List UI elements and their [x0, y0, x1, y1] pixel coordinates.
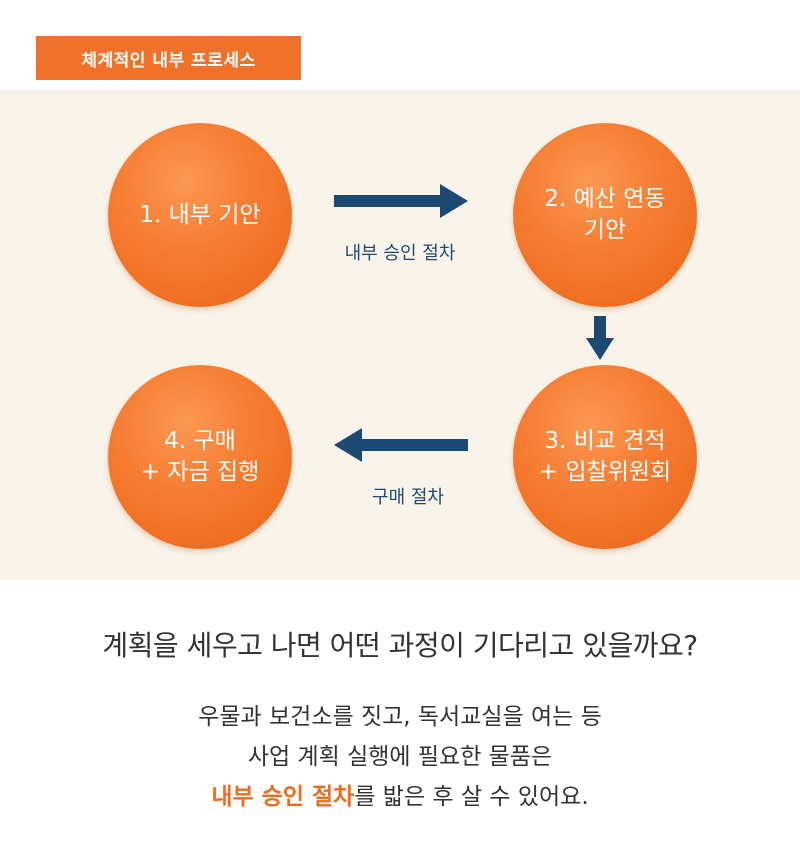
- arrow-down-icon: [586, 316, 614, 360]
- description-line-3-rest: 를 밟은 후 살 수 있어요.: [354, 784, 589, 810]
- arrow-right-icon: [334, 184, 468, 218]
- step-2-circle: 2. 예산 연동 기안: [513, 123, 697, 307]
- section-tag: 체계적인 내부 프로세스: [36, 36, 301, 80]
- description-line-1: 우물과 보건소를 짓고, 독서교실을 여는 등: [198, 704, 602, 730]
- description-text: 우물과 보건소를 짓고, 독서교실을 여는 등 사업 계획 실행에 필요한 물품…: [0, 697, 800, 817]
- step-4-circle: 4. 구매 + 자금 집행: [108, 365, 292, 549]
- connector-label-internal-approval: 내부 승인 절차: [344, 243, 456, 264]
- step-1-circle: 1. 내부 기안: [108, 123, 292, 307]
- arrow-left-icon: [334, 428, 468, 462]
- highlight-internal-approval: 내부 승인 절차: [211, 784, 355, 810]
- description-line-2: 사업 계획 실행에 필요한 물품은: [247, 744, 553, 770]
- step-3-circle: 3. 비교 견적 + 입찰위원회: [513, 365, 697, 549]
- question-heading: 계획을 세우고 나면 어떤 과정이 기다리고 있을까요?: [102, 629, 698, 662]
- connector-label-purchase: 구매 절차: [372, 487, 444, 508]
- description-line-3: 내부 승인 절차를 밟은 후 살 수 있어요.: [0, 777, 800, 817]
